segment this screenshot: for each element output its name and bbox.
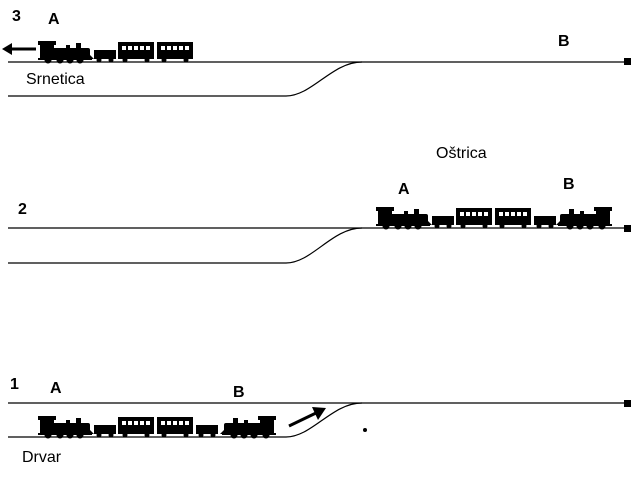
panel-2-coach-1 [456, 208, 492, 229]
panel-1-tracks [8, 402, 626, 438]
panel-3-siding-track [8, 61, 363, 97]
panel-1-coach-2 [157, 417, 193, 438]
panel-3-coach-1 [118, 42, 154, 63]
panel-1-coach-1 [118, 417, 154, 438]
panel-3-place-label: Srnetica [26, 71, 85, 88]
panel-1-locomotive-right [220, 416, 276, 439]
panel-2-siding-track [8, 227, 363, 264]
panel-3-tracks [8, 61, 626, 97]
left-arrow-icon [2, 43, 36, 55]
panel-1-point-a: A [50, 380, 62, 397]
panel-2-tracks [8, 227, 626, 264]
panel-1-number: 1 [10, 376, 19, 393]
panel-1-train [38, 416, 276, 439]
panel-1-place-label: Drvar [22, 449, 62, 466]
panel-3-track-end [624, 58, 631, 65]
panel-2-locomotive-left [376, 207, 432, 230]
panel-3-train [38, 41, 193, 64]
panel-3-number: 3 [12, 8, 21, 25]
panel-2-point-b: B [563, 176, 575, 193]
panel-2-locomotive-right [556, 207, 612, 230]
panel-2-tender-left [432, 216, 454, 229]
panel-2-track-end [624, 225, 631, 232]
panel-2-point-a: A [398, 181, 410, 198]
stray-dot [363, 428, 367, 432]
panel-1-point-b: B [233, 384, 245, 401]
panel-1-track-end [624, 400, 631, 407]
panel-2-train [376, 207, 612, 230]
panel-1-locomotive-left [38, 416, 94, 439]
panel-3-tender [94, 50, 116, 63]
panel-2-coach-2 [495, 208, 531, 229]
panel-3-locomotive [38, 41, 94, 64]
panel-3-coach-2 [157, 42, 193, 63]
panel-1-siding-track [8, 402, 363, 438]
panel-2-place-label: Oštrica [436, 145, 487, 162]
up-right-arrow-icon [288, 407, 326, 428]
panel-3-point-b: B [558, 33, 570, 50]
panel-2-number: 2 [18, 201, 27, 218]
panel-3-point-a: A [48, 11, 60, 28]
panel-1-tender-right [196, 425, 218, 438]
panel-2-tender-right [534, 216, 556, 229]
panel-1-tender-left [94, 425, 116, 438]
